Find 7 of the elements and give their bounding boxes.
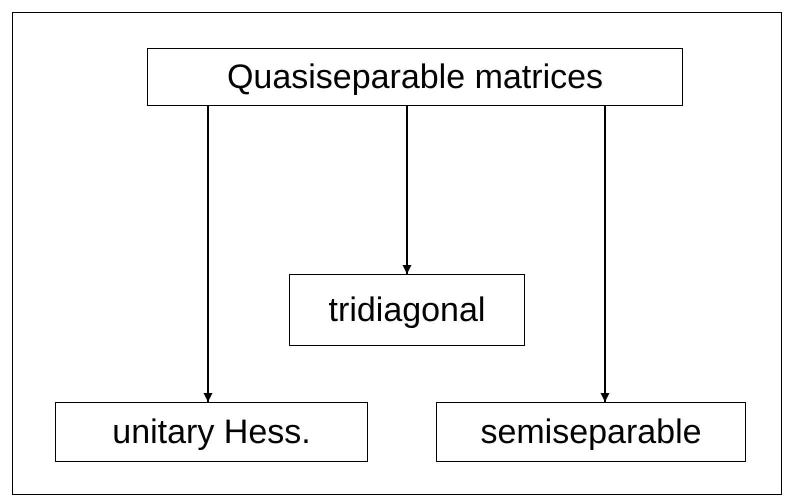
- label-box: unitary Hess.: [55, 402, 368, 462]
- arrow: [402, 106, 412, 274]
- label-box: semiseparable: [436, 402, 746, 462]
- arrow: [600, 106, 610, 402]
- label-box: Quasiseparable matrices: [147, 48, 683, 106]
- arrow: [204, 106, 212, 402]
- label-box: tridiagonal: [289, 274, 525, 346]
